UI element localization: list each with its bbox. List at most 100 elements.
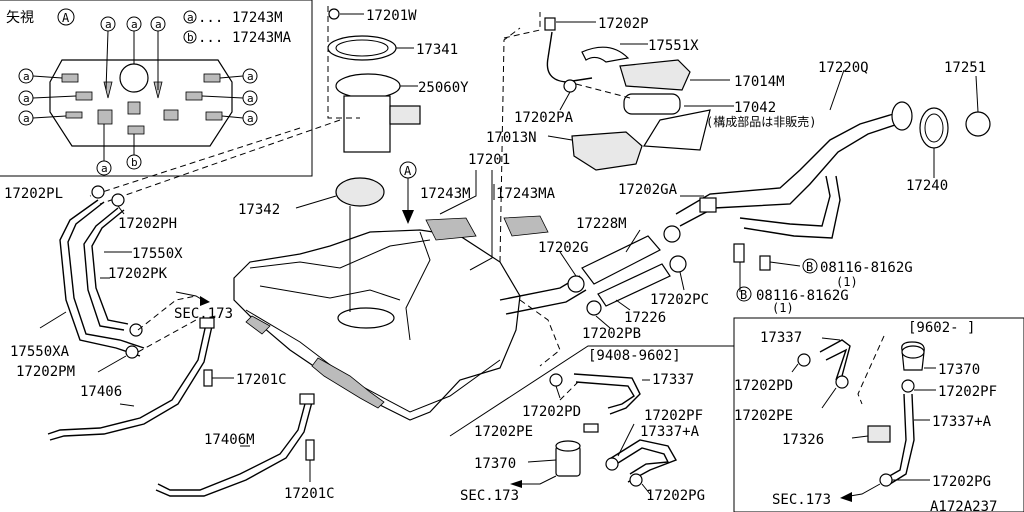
fuel-pump-module: 17201W 17341 25060Y bbox=[89, 6, 469, 205]
label-date-range-right: [9602- ] bbox=[908, 320, 975, 336]
clamp bbox=[629, 473, 643, 487]
pad bbox=[127, 101, 141, 115]
label-17220Q: 17220Q bbox=[818, 60, 869, 76]
variant-9408-9602: [9408-9602] 17337 17202PD 17202PE 17370 … bbox=[449, 345, 734, 504]
pump-opening bbox=[337, 307, 395, 329]
view-arrow bbox=[402, 210, 414, 224]
hose-17550X bbox=[83, 207, 125, 331]
view-a-marker-circle bbox=[57, 8, 75, 26]
pad bbox=[163, 109, 179, 121]
label-17326-right: 17326 bbox=[782, 432, 824, 448]
label-17202PG-mid: 17202PG bbox=[646, 488, 705, 504]
clamp bbox=[797, 353, 811, 367]
clamp bbox=[879, 473, 893, 487]
label-17551X: 17551X bbox=[648, 38, 699, 54]
bolt-marker: B bbox=[740, 288, 747, 302]
hose-17551X bbox=[581, 46, 630, 63]
pad bbox=[65, 111, 83, 119]
filler-neck-end bbox=[891, 101, 913, 131]
hose-17550XA bbox=[59, 199, 141, 357]
gasket-17342 bbox=[335, 177, 385, 207]
label-17243M: 17243M bbox=[420, 186, 471, 202]
view-a-marker: A bbox=[62, 11, 70, 25]
label-17251: 17251 bbox=[944, 60, 986, 76]
callout-a: a bbox=[247, 92, 254, 105]
label-17202PM: 17202PM bbox=[16, 364, 75, 380]
pad bbox=[75, 91, 93, 101]
pump-opening bbox=[119, 63, 149, 93]
label-17202PB: 17202PB bbox=[582, 326, 641, 342]
strap-17406 bbox=[47, 323, 207, 435]
filler-tube bbox=[675, 111, 901, 215]
label-17202PD-right: 17202PD bbox=[734, 378, 793, 394]
pad bbox=[203, 73, 221, 83]
pump-flange bbox=[335, 73, 401, 99]
label-17202PF-mid: 17202PF bbox=[644, 408, 703, 424]
variant-9602-box bbox=[733, 317, 1024, 512]
bracket-17013N bbox=[571, 131, 643, 171]
filler-neck-assembly: 17220Q 17240 17251 17202GA bbox=[618, 60, 991, 239]
clamp-17202G bbox=[567, 275, 585, 293]
pad bbox=[185, 91, 203, 101]
label-17202PK: 17202PK bbox=[108, 266, 168, 282]
clamp bbox=[663, 225, 681, 243]
label-sec173-top: SEC.173 bbox=[174, 306, 233, 322]
label-17202PG-right: 17202PG bbox=[932, 474, 991, 490]
strap-17406M bbox=[157, 399, 307, 491]
label-bolt2-qty: (1) bbox=[772, 301, 794, 315]
hose-17337A bbox=[607, 439, 678, 483]
legend-b-part: 17243MA bbox=[232, 30, 292, 46]
callout-a: a bbox=[23, 92, 30, 105]
label-bolt1: 08116-8162G bbox=[820, 260, 913, 276]
clamp-17202PL bbox=[91, 185, 105, 199]
label-17337A-mid: 17337+A bbox=[640, 424, 700, 440]
callout-a: a bbox=[101, 162, 108, 175]
vent-hoses-left: 17202PL 17202PH 17550X 17202PK 17550XA 1… bbox=[4, 185, 217, 380]
clamp bbox=[605, 457, 619, 471]
hose-17226 bbox=[597, 263, 671, 307]
label-17341: 17341 bbox=[416, 42, 458, 58]
view-a-inset: 矢視 A a ... 17243M b ... 17243MA bbox=[0, 0, 313, 177]
callout-a: a bbox=[247, 70, 254, 83]
label-17202PF-right: 17202PF bbox=[938, 384, 997, 400]
label-17337A-right: 17337+A bbox=[932, 414, 992, 430]
label-17370-right: 17370 bbox=[938, 362, 980, 378]
label-date-range-mid: [9408-9602] bbox=[588, 348, 681, 364]
bracket bbox=[699, 197, 717, 213]
label-17240: 17240 bbox=[906, 178, 948, 194]
straps: SEC.173 17406 17201C 17406M 17201C bbox=[47, 291, 335, 502]
variant-9602: [9602- ] 17337 17202PD 17202PE 17370 172… bbox=[733, 317, 1024, 512]
label-17202G: 17202G bbox=[538, 240, 589, 256]
hose-17337A-right bbox=[885, 393, 907, 479]
bolts: B 08116-8162G (1) B 08116-8162G (1) bbox=[733, 243, 913, 315]
legend-b-dots: ... bbox=[198, 30, 223, 46]
label-17202PA: 17202PA bbox=[514, 110, 574, 126]
bolt-marker: B bbox=[806, 260, 813, 274]
label-17406M: 17406M bbox=[204, 432, 255, 448]
clamp bbox=[583, 423, 599, 433]
label-25060Y: 25060Y bbox=[418, 80, 469, 96]
filter-17014M bbox=[619, 59, 691, 91]
pump-body bbox=[343, 95, 391, 153]
fuel-tank: 17342 A 17201 17243M 17243MA bbox=[233, 152, 587, 421]
pad-17243M bbox=[425, 217, 477, 241]
label-17201: 17201 bbox=[468, 152, 510, 168]
clamp bbox=[901, 379, 915, 393]
legend-a-circle bbox=[183, 10, 197, 24]
clamp bbox=[586, 300, 602, 316]
label-17550X: 17550X bbox=[132, 246, 183, 262]
vent-and-pump-parts: 17202P 17551X 17202PA 17014M 17042 (構成部品… bbox=[486, 12, 816, 171]
label-17226: 17226 bbox=[624, 310, 666, 326]
label-17202PD-mid: 17202PD bbox=[522, 404, 581, 420]
legend-a-key: a bbox=[187, 11, 194, 24]
pump-strainer bbox=[642, 109, 711, 151]
filler-hoses: 17228M 17226 17202G 17202PC 17202PB bbox=[519, 216, 709, 367]
legend-a-part: 17243M bbox=[232, 10, 283, 26]
marker-a: A bbox=[404, 164, 412, 178]
tank-top-view bbox=[49, 59, 233, 147]
clamp-17202PH bbox=[111, 193, 125, 207]
label-sec173-mid: SEC.173 bbox=[460, 488, 519, 504]
pad bbox=[61, 73, 79, 83]
legend-b-key: b bbox=[187, 31, 194, 44]
